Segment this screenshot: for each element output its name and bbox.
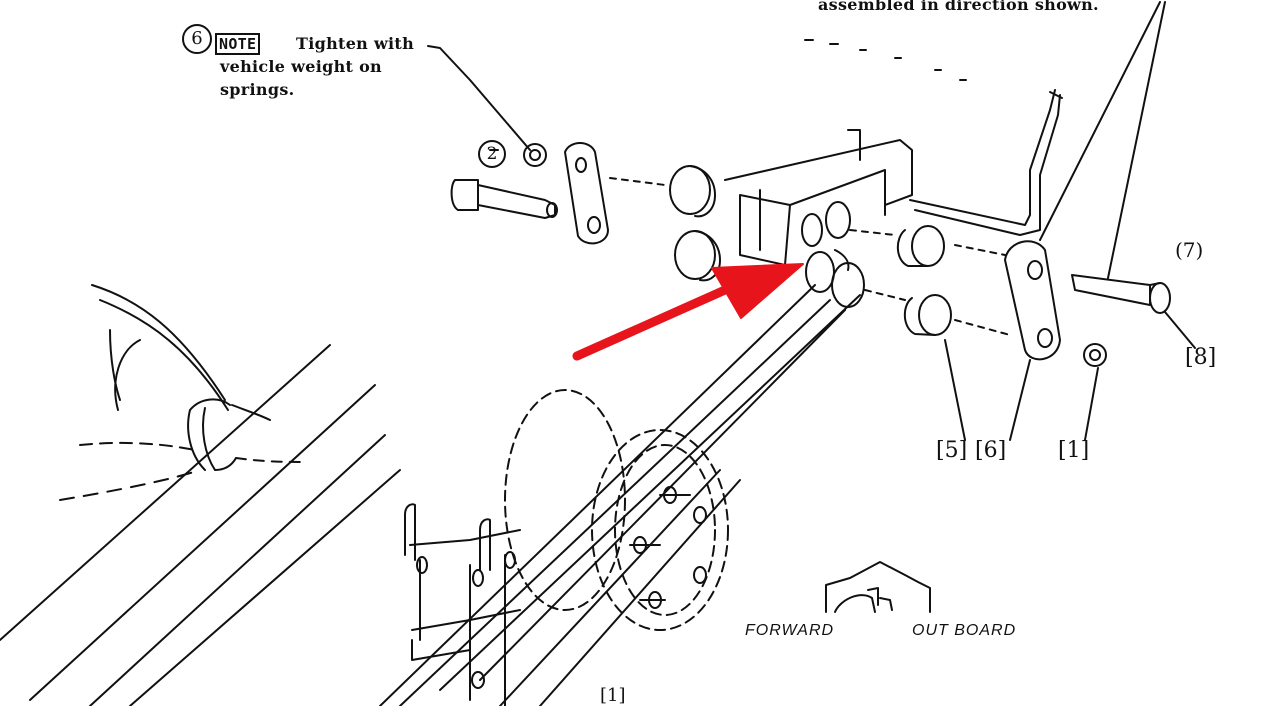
u-bolts — [404, 503, 521, 706]
callout-8: [8] — [1185, 345, 1217, 370]
bushings-right — [896, 225, 952, 336]
nut-1 — [1083, 343, 1107, 367]
shackle-plate-left — [564, 142, 609, 245]
axis-line-right — [864, 289, 1011, 336]
axis-line-left — [609, 177, 666, 186]
note-number-circle: 6 — [182, 24, 212, 54]
note-leader-line — [427, 45, 531, 151]
callout-2-text: 2 — [478, 140, 506, 168]
direction-indicator — [825, 561, 931, 613]
callout-5: [5] — [936, 438, 968, 463]
callout-2: 2 — [478, 140, 506, 168]
nut-2 — [523, 143, 547, 167]
axis-line-upper — [849, 229, 1006, 256]
wheel-studs — [629, 486, 707, 609]
frame-rail — [0, 344, 401, 706]
note-line-1: Tighten with — [296, 34, 415, 53]
note-tag: NOTE — [215, 33, 261, 55]
red-pointer-arrow — [572, 263, 804, 361]
callout-leaders — [489, 149, 1196, 441]
shackle-bolt-right — [1071, 274, 1171, 314]
shackle-bolt-left — [450, 179, 558, 219]
callout-7: (7) — [1175, 238, 1204, 262]
header-fragment: assembled in direction shown. — [818, 0, 1099, 14]
callout-1: [1] — [1058, 438, 1090, 463]
note-line-3: springs. — [220, 80, 295, 99]
bushings-left — [669, 165, 721, 282]
note-number: 6 — [182, 24, 212, 54]
callout-6: [6] — [975, 438, 1007, 463]
forward-label: FORWARD — [745, 622, 835, 639]
nut-2-inner — [529, 149, 541, 161]
spring-hanger — [724, 129, 913, 266]
top-leader-lines — [804, 1, 1166, 279]
axle-housing — [59, 284, 301, 501]
frame-crossmember — [909, 89, 1063, 236]
nut-1-inner — [1089, 349, 1101, 361]
shackle-plate-right — [1004, 240, 1061, 361]
note-line-2: vehicle weight on — [220, 57, 382, 76]
outboard-label: OUT BOARD — [912, 622, 1017, 639]
brake-drum — [504, 389, 729, 631]
callout-1-bottom: [1] — [600, 685, 626, 706]
